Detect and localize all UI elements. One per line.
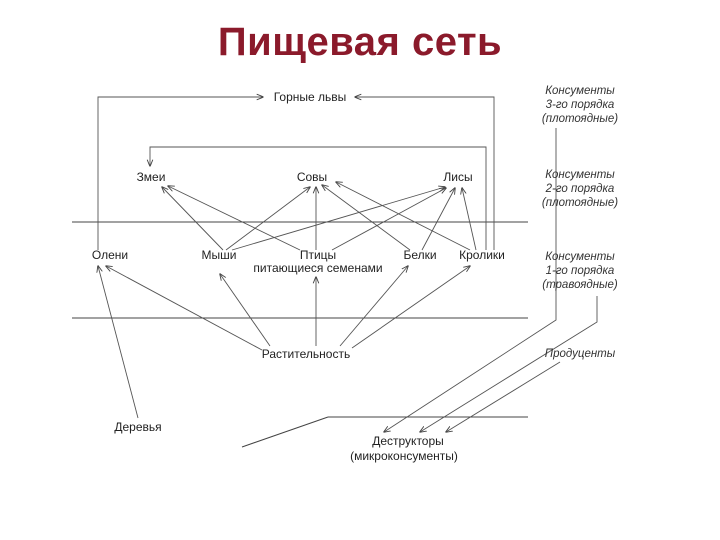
node-lisy: Лисы [443,170,472,184]
arrow-belki-to-lisy [421,188,455,251]
arrow-kroliki-to-lisy [462,188,477,251]
node-oleni: Олени [92,248,128,262]
page-title: Пищевая сеть [217,20,503,64]
arrow-rastitelnost-to-myshi [220,274,271,347]
level-c3-line2: 3-го порядка [546,99,615,111]
arrow-ptitsy-to-lisy [331,188,446,251]
node-kroliki: Кролики [459,248,505,262]
node-ptitsy-subtitle: питающиеся семенами [253,261,382,275]
level-c2-line3: (плотоядные) [542,197,618,209]
arrow-rastitelnost-to-kroliki [351,266,470,349]
arrow-ptitsy-to-zmei [168,186,301,251]
arrow-kroliki-to-zmei [150,146,487,250]
node-sovy: Совы [297,170,327,184]
node-ptitsy: Птицы [300,248,336,262]
node-derevya: Деревья [114,420,161,434]
arrow-oleni-to-gornye-lvy [97,97,263,250]
level-c3-line3: (плотоядные) [542,113,618,125]
node-zmei: Змеи [137,170,166,184]
arrow-c1-to-destruktory [420,296,598,432]
level-separator-3-diagonal [241,416,329,448]
arrow-myshi-to-lisy [231,187,445,251]
level-c1-line3: (травоядные) [542,279,618,291]
node-rastitelnost: Растительность [262,347,350,361]
arrow-derevya-to-oleni [98,266,139,419]
arrow-producers-to-destruktory [446,361,561,432]
arrow-rastitelnost-to-belki [339,266,408,347]
level-c2-line1: Консументы [545,169,615,181]
level-producers: Продуценты [545,348,616,360]
arrow-belki-to-sovy [322,185,411,251]
arrow-kroliki-to-sovy [336,182,471,251]
arrow-rastitelnost-to-oleni [106,266,263,351]
arrow-kroliki-to-gornye-lvy [355,97,495,250]
node-gornye-lvy: Горные львы [274,90,347,104]
level-c3-line1: Консументы [545,85,615,97]
arrow-myshi-to-sovy [225,187,310,251]
level-c2-line2: 2-го порядка [545,183,615,195]
node-belki: Белки [403,248,436,262]
level-c1-line1: Консументы [545,251,615,263]
node-myshi: Мыши [202,248,237,262]
arrow-c3-to-destruktory [384,128,557,432]
node-destruktory-subtitle: (микроконсументы) [350,449,458,463]
level-c1-line2: 1-го порядка [546,265,615,277]
arrow-myshi-to-zmei [162,187,224,251]
node-destruktory: Деструкторы [372,434,444,448]
